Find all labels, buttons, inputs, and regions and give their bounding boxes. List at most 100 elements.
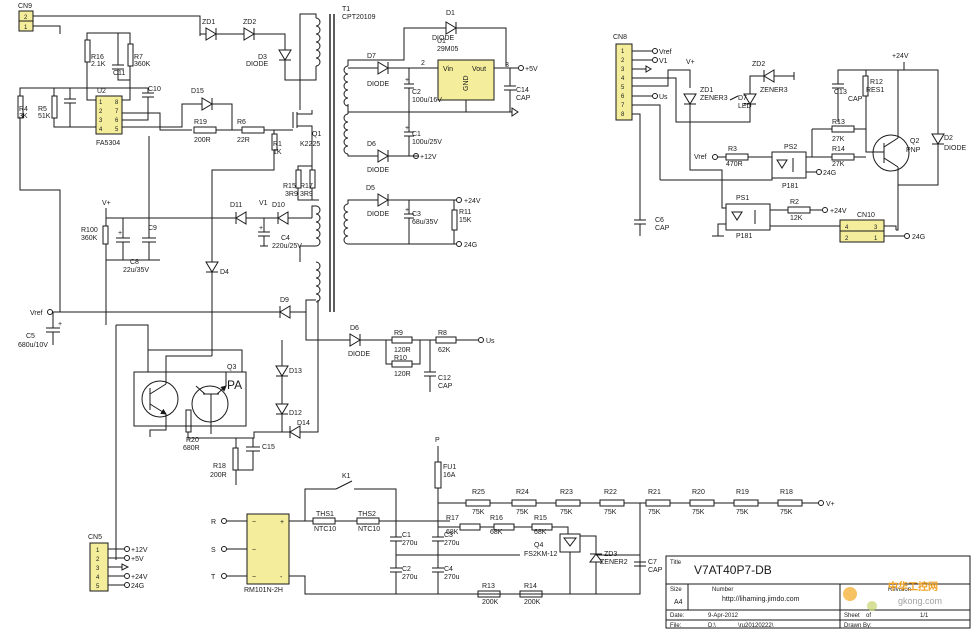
svg-text:270u: 270u (402, 540, 418, 547)
svg-text:7: 7 (115, 109, 119, 115)
svg-text:CAP: CAP (648, 567, 663, 574)
svg-text:680u/10V: 680u/10V (18, 342, 48, 349)
svg-text:P181: P181 (736, 233, 752, 240)
svg-text:ZD1: ZD1 (700, 87, 713, 94)
r7-ref: R7 (134, 54, 143, 61)
svg-text:4: 4 (99, 127, 103, 133)
svg-text:75K: 75K (736, 509, 749, 516)
svg-text:Q3: Q3 (227, 364, 236, 371)
svg-text:T: T (211, 574, 216, 581)
svg-text:C4: C4 (444, 566, 453, 573)
svg-text:Date:: Date: (670, 613, 685, 619)
svg-text:PNP: PNP (906, 147, 921, 154)
mains-input-section: R S T ~ ~ ~ + - RM101N-2H K1 THS1 NTC10 … (211, 437, 835, 606)
svg-text:S: S (211, 547, 216, 554)
drawing-url: http://lihaming.jimdo.com (722, 596, 800, 603)
svg-text:R18: R18 (213, 463, 226, 470)
svg-text:K1: K1 (342, 473, 351, 480)
svg-text:D13: D13 (289, 368, 302, 375)
svg-text:V+: V+ (686, 59, 695, 66)
svg-text:27K: 27K (832, 136, 845, 143)
svg-text:3: 3 (505, 62, 509, 69)
svg-text:D6: D6 (350, 325, 359, 332)
svg-text:RM101N-2H: RM101N-2H (244, 587, 283, 594)
svg-text:Number: Number (712, 587, 733, 593)
svg-text:R5: R5 (38, 106, 47, 113)
watermark-site: gkong.com (898, 596, 942, 606)
svg-text:RES1: RES1 (866, 87, 884, 94)
svg-text:ZD1: ZD1 (202, 19, 215, 26)
svg-text:CAP: CAP (516, 95, 531, 102)
svg-text:R13: R13 (832, 119, 845, 126)
svg-text:270u: 270u (444, 574, 460, 581)
svg-text:CAP: CAP (655, 225, 670, 232)
svg-text:DIODE: DIODE (367, 211, 390, 218)
title-label: Title (670, 560, 682, 566)
svg-text:R: R (211, 519, 216, 526)
svg-text:CAP: CAP (848, 96, 863, 103)
svg-text:C14: C14 (516, 87, 529, 94)
svg-text:CPT20109: CPT20109 (342, 14, 376, 21)
svg-text:THS1: THS1 (316, 511, 334, 518)
svg-text:ZENER2: ZENER2 (600, 559, 628, 566)
svg-text:NTC10: NTC10 (314, 526, 336, 533)
svg-text:File:: File: (670, 623, 682, 629)
svg-text:~: ~ (252, 574, 256, 581)
svg-text:CN10: CN10 (857, 212, 875, 219)
svg-text:200K: 200K (482, 599, 499, 606)
svg-text:C8: C8 (130, 259, 139, 266)
svg-text:D6: D6 (367, 141, 376, 148)
svg-text:R21: R21 (648, 489, 661, 496)
svg-text:NTC10: NTC10 (358, 526, 380, 533)
svg-text:ZD2: ZD2 (752, 61, 765, 68)
u2-ref: U2 (97, 88, 106, 95)
svg-text:DIODE: DIODE (367, 167, 390, 174)
pwm-controller-section: R16 2.1K R7 360K C11 C10 U2 1 2 3 4 8 7 … (17, 32, 192, 220)
svg-text:PA: PA (227, 378, 242, 392)
svg-text:V1: V1 (659, 58, 668, 65)
svg-text:R16: R16 (490, 515, 503, 522)
svg-text:D14: D14 (297, 420, 310, 427)
svg-text:C3: C3 (444, 532, 453, 539)
svg-text:+12V: +12V (131, 547, 148, 554)
svg-text:270u: 270u (444, 540, 460, 547)
svg-text:Us: Us (486, 338, 495, 345)
svg-text:R23: R23 (560, 489, 573, 496)
svg-text:8: 8 (621, 112, 625, 118)
svg-text:3R9: 3R9 (300, 191, 313, 198)
svg-text:C13: C13 (834, 89, 847, 96)
svg-text:680R: 680R (183, 445, 200, 452)
svg-text:24G: 24G (464, 242, 477, 249)
svg-text:5: 5 (115, 127, 119, 133)
svg-text:29M05: 29M05 (437, 46, 459, 53)
svg-text:270u: 270u (402, 574, 418, 581)
watermark-brand: 中华工控网 (888, 580, 938, 593)
svg-text:~: ~ (252, 519, 256, 526)
svg-text:3: 3 (99, 118, 103, 124)
svg-text:R17: R17 (300, 183, 313, 190)
svg-text:C12: C12 (438, 375, 451, 382)
svg-text:1: 1 (99, 100, 103, 106)
svg-text:D12: D12 (289, 410, 302, 417)
svg-text:~: ~ (252, 547, 256, 554)
svg-text:R20: R20 (186, 437, 199, 444)
svg-text:C5: C5 (26, 333, 35, 340)
svg-text:R14: R14 (832, 146, 845, 153)
svg-text:P: P (435, 437, 440, 444)
svg-text:Vin: Vin (443, 66, 453, 73)
svg-text:5: 5 (96, 584, 100, 590)
connector-cn9: CN9 2 1 (18, 3, 201, 36)
svg-text:2: 2 (96, 557, 100, 563)
svg-text:100u/25V: 100u/25V (412, 139, 442, 146)
svg-text:68K: 68K (534, 529, 547, 536)
svg-text:LED: LED (738, 103, 752, 110)
svg-text:+24V: +24V (830, 208, 847, 215)
svg-text:D5: D5 (366, 185, 375, 192)
svg-text:3K: 3K (19, 113, 28, 120)
svg-text:2: 2 (845, 236, 849, 242)
optocoupler-ps2: Vref R3 470R PS2 P181 24G (660, 144, 836, 190)
pnp-driver-section: +24V R12 RES1 C13 CAP Q2 PNP D2 DIODE R1… (811, 53, 967, 231)
svg-text:7: 7 (621, 103, 625, 109)
cn9-label: CN9 (18, 3, 32, 10)
svg-text:R3: R3 (728, 146, 737, 153)
